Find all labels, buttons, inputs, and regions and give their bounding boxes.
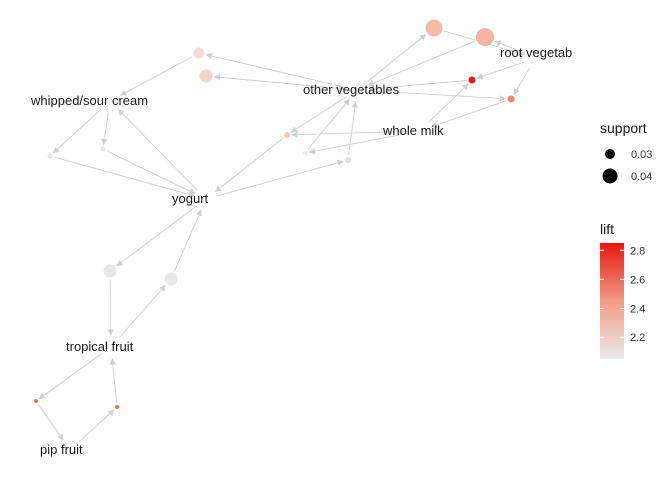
rule-node: [468, 76, 476, 84]
rule-node: [199, 69, 213, 83]
rule-node: [345, 157, 351, 163]
rule-nodes-layer: [34, 19, 515, 409]
item-label-yogurt: yogurt: [172, 191, 209, 206]
item-label-tropical-fruit: tropical fruit: [66, 339, 134, 354]
lift-legend: lift 2.8 2.6 2.4 2.2: [600, 221, 645, 359]
rule-edge: [428, 83, 469, 123]
rule-edge: [109, 358, 118, 404]
support-legend-key-small: [605, 149, 615, 159]
support-legend-key-large: [602, 168, 618, 184]
rule-edge: [52, 108, 102, 154]
rule-edge: [78, 409, 115, 443]
rule-edge: [494, 40, 526, 54]
rule-edge: [116, 205, 197, 267]
rule-node: [507, 95, 515, 103]
rule-edge: [368, 90, 507, 102]
lift-colorbar-tick-label: 2.8: [630, 245, 645, 257]
rule-edge: [54, 156, 196, 198]
rule-edge: [173, 209, 202, 272]
rule-edge: [106, 150, 196, 195]
rule-node: [47, 153, 53, 159]
lift-colorbar-tick-label: 2.4: [630, 303, 645, 315]
rule-edge: [307, 98, 350, 150]
rule-node: [476, 28, 494, 46]
item-label-other-vegetables: other vegetables: [303, 82, 400, 97]
support-legend: support 0.03 0.04: [600, 120, 652, 184]
rule-edge: [291, 130, 409, 138]
lift-colorbar-tick-label: 2.2: [630, 332, 645, 344]
support-legend-label-large: 0.04: [631, 171, 652, 183]
rule-node: [164, 272, 178, 286]
lift-legend-title: lift: [600, 221, 614, 237]
item-labels-layer: root vegetab other vegetables whipped/so…: [30, 45, 572, 457]
item-label-root-vegetables: root vegetab: [500, 45, 572, 60]
rule-node: [425, 19, 443, 37]
rule-node: [193, 47, 205, 59]
rule-edge: [37, 404, 64, 441]
lift-colorbar: [600, 243, 624, 359]
rule-edge: [120, 56, 193, 96]
rule-node: [284, 132, 290, 138]
rule-node: [34, 399, 38, 403]
support-legend-title: support: [600, 120, 647, 136]
rule-edge: [214, 76, 346, 92]
rule-edge: [476, 61, 525, 80]
rule-node: [302, 150, 308, 156]
rule-node: [115, 405, 119, 409]
rule-edge: [38, 353, 102, 400]
item-label-whole-milk: whole milk: [382, 123, 444, 138]
lift-colorbar-ticks: 2.8 2.6 2.4 2.2: [600, 245, 645, 344]
item-label-pip-fruit: pip fruit: [40, 442, 83, 457]
rule-edge: [367, 40, 475, 87]
rule-edge: [217, 159, 344, 197]
rule-edge: [107, 279, 114, 336]
rule-node: [100, 146, 106, 152]
rule-edge: [118, 284, 166, 339]
rule-edge: [430, 100, 506, 129]
rule-edge: [513, 67, 531, 95]
lift-colorbar-tick-label: 2.6: [630, 274, 645, 286]
rule-edge: [366, 34, 427, 83]
item-label-whipped-sour-cream: whipped/sour cream: [30, 93, 148, 108]
rule-edge: [308, 132, 409, 155]
edges-layer: [37, 30, 531, 443]
rule-edge: [117, 109, 198, 191]
rule-edge: [214, 137, 284, 192]
support-legend-label-small: 0.03: [631, 149, 652, 161]
rule-node: [103, 264, 117, 278]
rule-edge: [348, 101, 358, 156]
rule-edge: [205, 52, 346, 88]
rule-edge: [368, 80, 467, 92]
rule-edge: [290, 96, 348, 133]
rule-edge: [101, 112, 109, 146]
